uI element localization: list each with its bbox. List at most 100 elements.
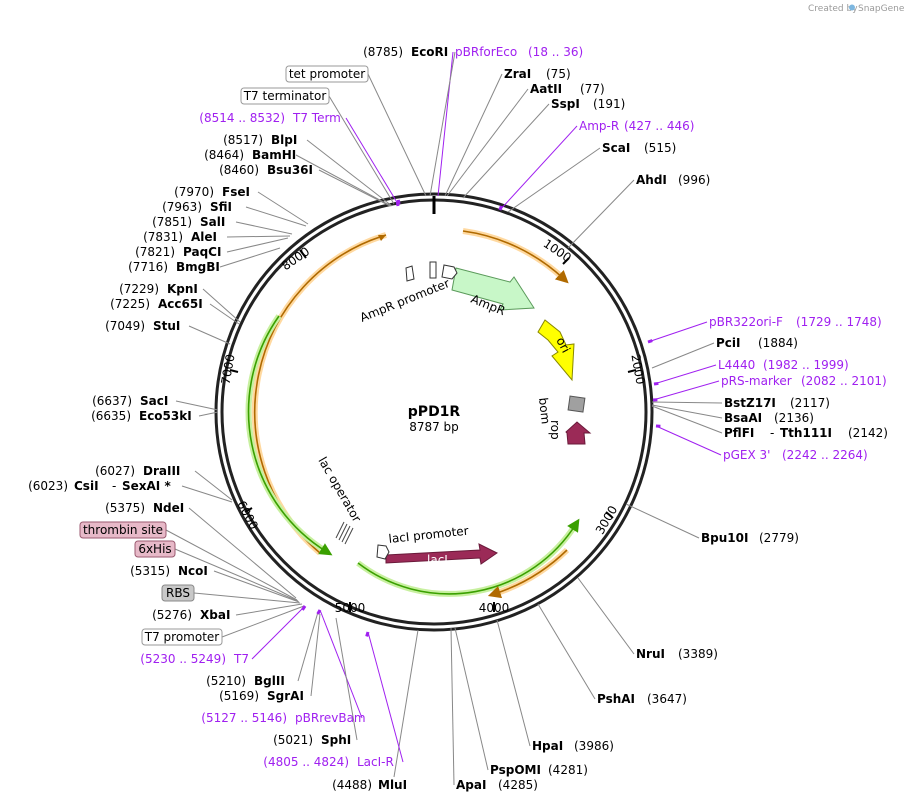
leader-line — [318, 169, 391, 207]
leader-line — [194, 470, 233, 501]
site-position: (2242 .. 2264) — [782, 448, 868, 462]
site-position: (5276) — [152, 608, 192, 622]
feature-box-label: T7 terminator — [243, 89, 327, 103]
enzyme-label: SfiI — [210, 200, 232, 214]
site-position: (8517) — [223, 133, 263, 147]
bom-feature[interactable] — [567, 395, 586, 413]
site-position: (1982 .. 1999) — [763, 358, 849, 372]
feature-box-label: T7 promoter — [144, 630, 220, 644]
leader-line — [345, 117, 399, 205]
site-labels: pBRforEco(18 .. 36)ZraI(75)AatII(77)SspI… — [28, 45, 888, 792]
site-position: (5169) — [219, 689, 259, 703]
feature-box — [141, 628, 223, 646]
primer-label: Amp-R — [579, 119, 619, 133]
site-position: (4285) — [498, 778, 538, 792]
laci-promoter-label: lacI promoter — [388, 524, 469, 546]
leader-line — [181, 485, 233, 503]
leader-line — [653, 364, 717, 385]
site-position: (8460) — [219, 163, 259, 177]
enzyme-label: DraIII — [143, 464, 180, 478]
site-position: (7229) — [119, 282, 159, 296]
ampr-promoter-feature[interactable] — [441, 264, 458, 280]
enzyme-label: BlpI — [271, 133, 297, 147]
site-position: (515) — [644, 141, 676, 155]
enzyme-label: EcoRI — [411, 45, 448, 59]
site-position: (7970) — [174, 185, 214, 199]
enzyme-label: Tth111I — [780, 426, 832, 440]
tick-label: 6000 — [234, 498, 261, 532]
tick-mark — [562, 257, 570, 265]
enzyme-label: PflFI — [724, 426, 754, 440]
lac-operator-feature[interactable] — [335, 521, 354, 545]
site-position: (18 .. 36) — [528, 45, 583, 59]
site-position: (2082 .. 2101) — [801, 374, 887, 388]
primer-site-mark — [653, 381, 659, 386]
ori-feature[interactable] — [537, 319, 575, 382]
enzyme-label: AhdI — [636, 173, 667, 187]
tick-label: 8000 — [279, 244, 312, 273]
rop-feature[interactable] — [565, 421, 592, 445]
leader-line — [651, 401, 723, 404]
primer-site-mark — [365, 631, 370, 637]
leader-line — [175, 400, 219, 411]
laci-feature[interactable] — [385, 543, 498, 565]
leader-line — [310, 613, 321, 697]
site-position: (1729 .. 1748) — [796, 315, 882, 329]
site-position: (8514 .. 8532) — [199, 111, 285, 125]
leader-line — [319, 609, 363, 719]
primer-label: pBRrevBam — [295, 711, 366, 725]
primer-label: T7 — [233, 652, 249, 666]
ampr-feature[interactable] — [451, 267, 535, 311]
leader-line — [188, 325, 231, 345]
tick-mark — [299, 249, 307, 259]
site-position: (2117) — [790, 396, 830, 410]
leader-line — [219, 247, 281, 268]
site-position: (5127 .. 5146) — [201, 711, 287, 725]
primer-label: L4440 — [718, 358, 755, 372]
leader-line — [450, 627, 455, 786]
orange-track-top-right — [462, 230, 569, 284]
site-position: (3389) — [678, 647, 718, 661]
enzyme-label: NdeI — [153, 501, 184, 515]
enzyme-label: ScaI — [602, 141, 630, 155]
site-position: (3647) — [647, 692, 687, 706]
site-position: (2142) — [848, 426, 888, 440]
site-position: (7049) — [105, 319, 145, 333]
site-position: (6635) — [91, 409, 131, 423]
feature-box — [134, 540, 176, 558]
leader-line — [367, 631, 404, 763]
enzyme-label: AatII — [530, 82, 562, 96]
leader-line — [625, 503, 700, 539]
site-position: (3986) — [574, 739, 614, 753]
enzyme-label: SspI — [551, 97, 580, 111]
laci-promoter-feature[interactable] — [376, 544, 390, 560]
ampr-promoter-label: AmpR promoter — [358, 276, 452, 325]
leader-line — [652, 380, 720, 401]
enzyme-label: Acc65I — [158, 297, 203, 311]
leader-line — [651, 405, 723, 434]
site-position: (5210) — [206, 674, 246, 688]
site-position: (2136) — [774, 411, 814, 425]
enzyme-label: PshAI — [597, 692, 635, 706]
leader-line — [295, 154, 392, 207]
site-position: (996) — [678, 173, 710, 187]
site-position: (4805 .. 4824) — [263, 755, 349, 769]
enzyme-label: NcoI — [178, 564, 208, 578]
plasmid-name: pPD1R — [408, 404, 461, 420]
leader-line — [188, 507, 297, 599]
primer-label: LacI-R — [357, 755, 394, 769]
enzyme-label: ZraI — [504, 67, 531, 81]
leader-line — [462, 103, 550, 199]
leader-line — [226, 237, 289, 253]
svg-text:SnapGene: SnapGene — [858, 4, 905, 14]
enzyme-label: AleI — [191, 230, 217, 244]
laci-label: lacI — [427, 553, 448, 567]
site-position: (5230 .. 5249) — [140, 652, 226, 666]
leader-line — [446, 88, 529, 197]
enzyme-label: SexAI * — [122, 479, 171, 493]
enzyme-label: FseI — [222, 185, 250, 199]
site-position: (5021) — [273, 733, 313, 747]
site-position: (6023) — [28, 479, 68, 493]
leader-line — [251, 605, 306, 660]
site-position: (191) — [593, 97, 625, 111]
